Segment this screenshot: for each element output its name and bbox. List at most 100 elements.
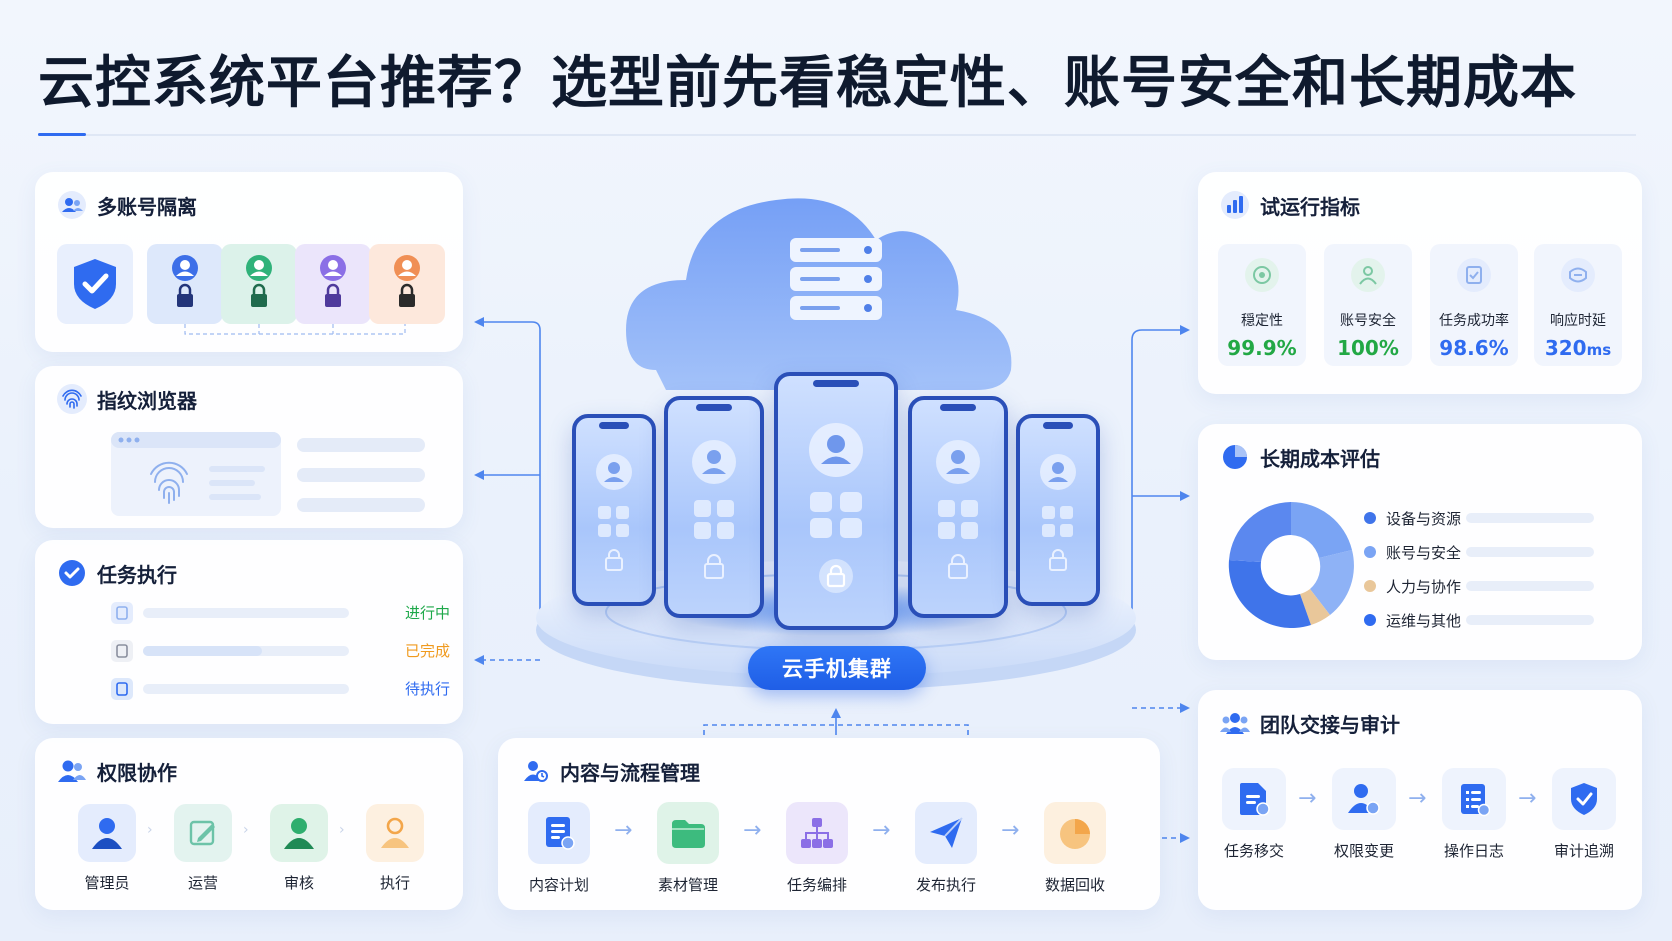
success-rate-icon (1457, 258, 1491, 292)
hierarchy-icon (786, 802, 848, 864)
legend-dot (1364, 546, 1376, 558)
metrics-title: 试运行指标 (1260, 194, 1360, 219)
flow-header: 内容与流程管理 (520, 756, 700, 786)
role-label: 执行 (379, 874, 410, 892)
arrow-right-icon: → (872, 818, 891, 843)
metrics-header: 试运行指标 (1220, 190, 1360, 220)
fingerprint-attr-bar-3 (297, 498, 425, 512)
cost-legend-item: 人力与协作 (1364, 576, 1461, 596)
cost-legend-bar (1466, 547, 1594, 557)
team-handover-audit-card: 团队交接与审计 任务移交 → 权限变更 → 操作日志 → 审计追 (1198, 690, 1642, 910)
cost-title: 长期成本评估 (1260, 446, 1380, 471)
task-doc-icon (111, 602, 133, 624)
shield-check-icon (74, 259, 116, 309)
metric-stability: 穏定性 99.9% (1218, 244, 1306, 366)
role-label: 管理员 (84, 874, 130, 892)
legend-label: 账号与安全 (1386, 543, 1462, 562)
fingerprint-mark-icon (150, 461, 188, 504)
task-progress-bar (143, 608, 349, 618)
role-operator: 运营 (171, 804, 235, 893)
flow-step-label: 数据回收 (1044, 876, 1105, 894)
flow-step: 内容计划 (516, 802, 602, 895)
cloud-phone (572, 414, 656, 606)
flow-step-label: 内容计划 (528, 876, 589, 894)
browser-window-illustration (111, 432, 281, 516)
account-tile-purple (295, 244, 371, 324)
audit-step: 操作日志 (1432, 768, 1516, 861)
metric-label: 任务成功率 (1439, 313, 1509, 329)
legend-dot (1364, 512, 1376, 524)
admin-user-icon (78, 804, 136, 862)
flow-step-label: 发布执行 (915, 876, 976, 894)
role-admin: 管理员 (75, 804, 139, 893)
flow-step: 任务编排 (774, 802, 860, 895)
role-label: 运营 (187, 874, 218, 892)
account-tile-blue (147, 244, 223, 324)
pie-icon (1220, 442, 1250, 472)
arrow-right-icon: → (743, 818, 762, 843)
task-progress-bar (143, 646, 349, 656)
content-flow-card: 内容与流程管理 内容计划 → 素材管理 → 任务编排 → 发布执 (498, 738, 1160, 910)
metric-value-number: 320 (1544, 336, 1587, 360)
bar-chart-icon (1220, 190, 1250, 220)
audit-step-label: 任务移交 (1223, 842, 1284, 860)
permission-user-icon (1332, 768, 1396, 830)
permission-collab-card: 权限协作 管理员 › 运营 › 审核 › 执行 (35, 738, 463, 910)
chevron-right-icon: › (243, 822, 249, 838)
cloud-phone (1016, 414, 1100, 606)
fingerprint-header: 指纹浏览器 (57, 384, 197, 414)
team-group-icon (1220, 708, 1250, 738)
cost-header: 长期成本评估 (1220, 442, 1380, 472)
account-tile-orange (369, 244, 445, 324)
audit-step-label: 操作日志 (1443, 842, 1504, 860)
plan-doc-icon (528, 802, 590, 864)
cost-legend-item: 运维与其他 (1364, 610, 1461, 630)
chevron-right-icon: › (147, 822, 153, 838)
handover-doc-icon (1222, 768, 1286, 830)
cloud-server-icon (626, 198, 1012, 390)
metric-value-unit: ms (1586, 341, 1612, 359)
arrow-right-icon: → (1001, 818, 1020, 843)
flow-step-label: 任务编排 (786, 876, 847, 894)
cost-legend-bar (1466, 513, 1594, 523)
audit-step: 任务移交 (1212, 768, 1296, 861)
reviewer-user-icon (270, 804, 328, 862)
stability-icon (1245, 258, 1279, 292)
task-status: 已完成 (405, 642, 451, 660)
legend-label: 运维与其他 (1386, 611, 1462, 630)
log-list-icon (1442, 768, 1506, 830)
role-reviewer: 审核 (267, 804, 331, 893)
cloud-phone-main (774, 372, 898, 630)
task-execution-card: 任务执行 进行中 已完成 待执行 (35, 540, 463, 724)
metric-value: 100% (1337, 336, 1399, 360)
long-term-cost-card: 长期成本评估 设备与资源 账号与安全 人力与协作 运维与其他 (1198, 424, 1642, 660)
audit-step-label: 审计追溯 (1553, 842, 1614, 860)
task-progress-fill (143, 646, 263, 656)
fingerprint-attr-bar-2 (297, 468, 425, 482)
metric-label: 账号安全 (1340, 313, 1396, 329)
cost-legend-item: 设备与资源 (1364, 508, 1461, 528)
audit-step-label: 权限变更 (1333, 842, 1394, 860)
task-doc-icon (111, 678, 133, 700)
user-lock-icon (246, 255, 272, 307)
account-safe-icon (1351, 258, 1385, 292)
pie-chart-icon (1044, 802, 1106, 864)
legend-label: 设备与资源 (1386, 509, 1462, 528)
task-row: 已完成 (111, 639, 451, 663)
task-title: 任务执行 (97, 562, 177, 587)
audit-step: 权限变更 (1322, 768, 1406, 861)
arrow-right-icon: → (1298, 786, 1317, 811)
shield-check-tile (57, 244, 133, 324)
flow-user-icon (520, 756, 550, 786)
cost-legend-bar (1466, 615, 1594, 625)
metric-value: 99.9% (1227, 336, 1297, 360)
flow-step: 数据回收 (1032, 802, 1118, 895)
flow-title: 内容与流程管理 (560, 760, 700, 785)
task-doc-icon (111, 640, 133, 662)
chevron-right-icon: › (339, 822, 345, 838)
roles-title: 权限协作 (97, 760, 177, 785)
page-title: 云控系统平台推荐？选型前先看稳定性、账号安全和长期成本 (38, 51, 1577, 116)
fingerprint-title: 指纹浏览器 (97, 388, 197, 413)
multi-account-card: 多账号隔离 (35, 172, 463, 352)
